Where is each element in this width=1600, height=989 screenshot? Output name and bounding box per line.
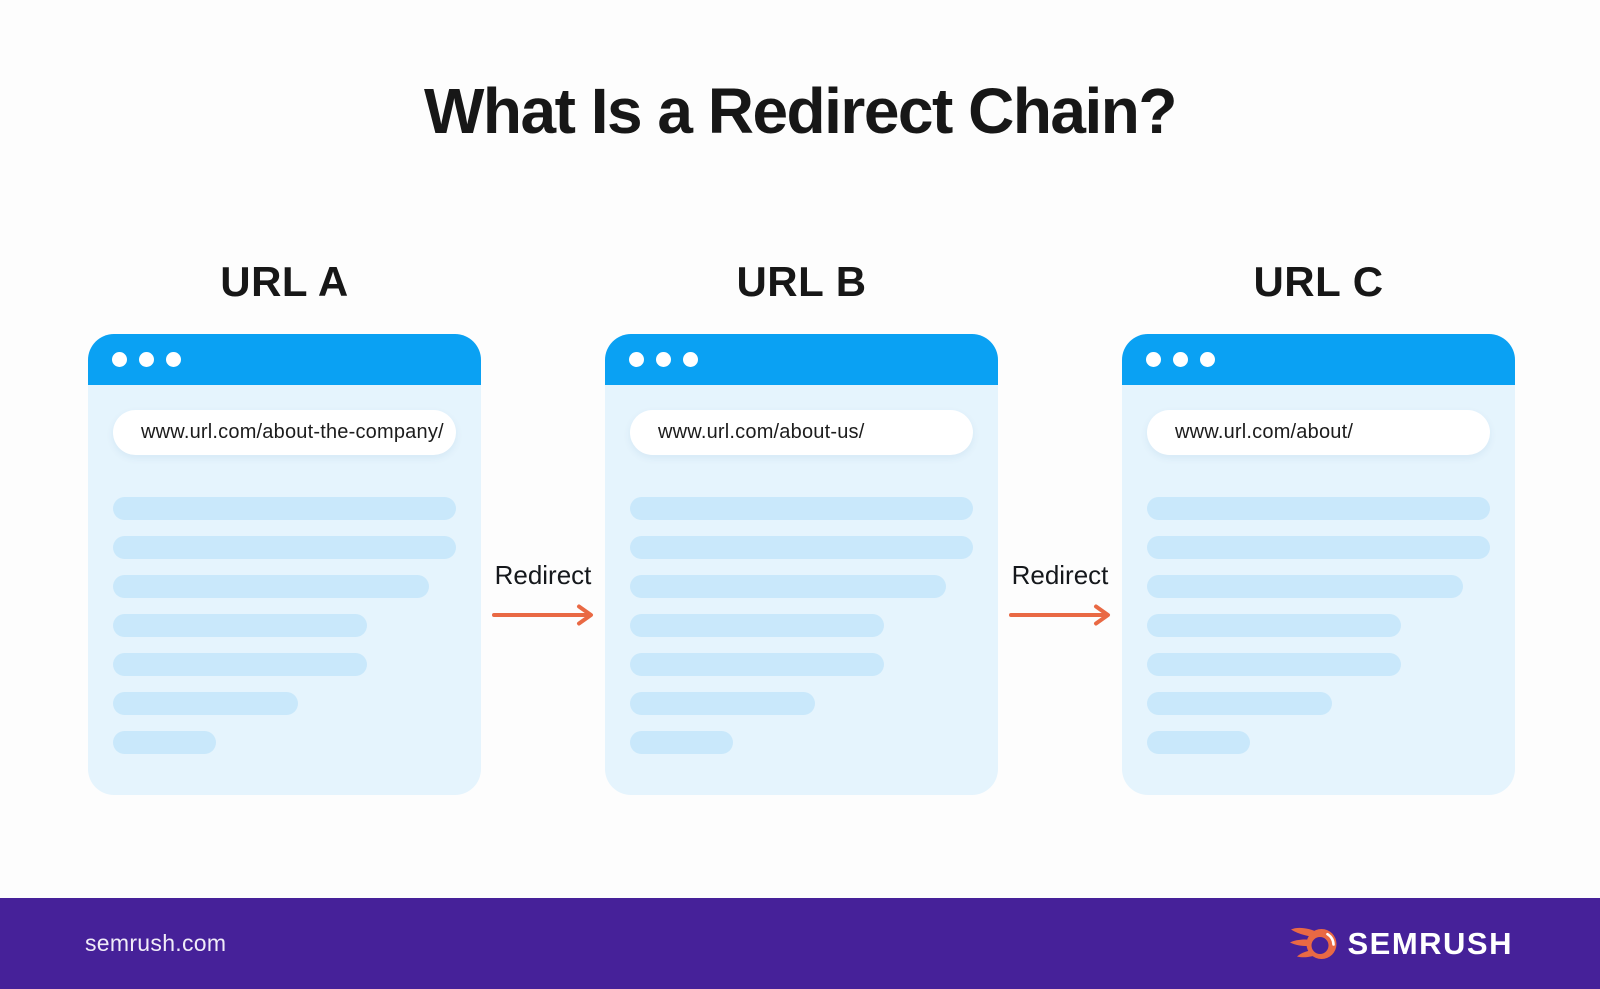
browser-body: www.url.com/about-the-company/ xyxy=(88,385,481,795)
content-skeleton xyxy=(1147,497,1490,754)
browser-group-c: URL C www.url.com/about/ xyxy=(1122,258,1515,795)
footer: semrush.com SEMRUSH xyxy=(0,898,1600,989)
browser-window-a: www.url.com/about-the-company/ xyxy=(88,334,481,795)
window-dot-icon xyxy=(629,352,644,367)
browser-label-b: URL B xyxy=(736,258,867,305)
skeleton-line xyxy=(1147,536,1490,559)
browser-titlebar xyxy=(605,334,998,385)
skeleton-line xyxy=(113,536,456,559)
redirect-connector-2: Redirect xyxy=(998,560,1122,631)
url-bar: www.url.com/about-us/ xyxy=(630,410,973,455)
skeleton-line xyxy=(113,575,429,598)
skeleton-line xyxy=(630,653,884,676)
redirect-label: Redirect xyxy=(494,560,592,590)
window-dot-icon xyxy=(112,352,127,367)
browser-window-b: www.url.com/about-us/ xyxy=(605,334,998,795)
skeleton-line xyxy=(630,536,973,559)
skeleton-line xyxy=(630,614,884,637)
skeleton-line xyxy=(1147,731,1250,754)
browser-label-c: URL C xyxy=(1253,258,1384,305)
browser-label-a: URL A xyxy=(220,258,349,305)
skeleton-line xyxy=(1147,497,1490,520)
page-title: What Is a Redirect Chain? xyxy=(424,75,1177,147)
content-skeleton xyxy=(630,497,973,754)
skeleton-line xyxy=(1147,653,1401,676)
redirect-connector-1: Redirect xyxy=(481,560,605,631)
skeleton-line xyxy=(113,731,216,754)
semrush-flame-icon xyxy=(1290,927,1337,959)
window-dot-icon xyxy=(139,352,154,367)
skeleton-line xyxy=(630,575,946,598)
skeleton-line xyxy=(630,497,973,520)
browser-group-b: URL B www.url.com/about-us/ xyxy=(605,258,998,795)
browser-titlebar xyxy=(88,334,481,385)
redirect-label: Redirect xyxy=(1011,560,1109,590)
semrush-logo: SEMRUSH xyxy=(1289,926,1513,962)
skeleton-line xyxy=(1147,575,1463,598)
semrush-wordmark: SEMRUSH xyxy=(1347,926,1513,961)
window-dot-icon xyxy=(683,352,698,367)
window-dot-icon xyxy=(1200,352,1215,367)
skeleton-line xyxy=(1147,692,1333,715)
skeleton-line xyxy=(630,692,816,715)
footer-site-url: semrush.com xyxy=(85,930,227,956)
browser-body: www.url.com/about/ xyxy=(1122,385,1515,795)
window-dot-icon xyxy=(1173,352,1188,367)
browser-window-c: www.url.com/about/ xyxy=(1122,334,1515,795)
skeleton-line xyxy=(1147,614,1401,637)
browser-group-a: URL A www.url.com/about-the-company/ xyxy=(88,258,481,795)
window-dot-icon xyxy=(166,352,181,367)
url-bar: www.url.com/about/ xyxy=(1147,410,1490,455)
skeleton-line xyxy=(113,653,367,676)
window-dot-icon xyxy=(1146,352,1161,367)
browser-titlebar xyxy=(1122,334,1515,385)
right-arrow-icon xyxy=(1009,604,1110,626)
skeleton-line xyxy=(113,614,367,637)
skeleton-line xyxy=(630,731,733,754)
url-bar: www.url.com/about-the-company/ xyxy=(113,410,456,455)
right-arrow-icon xyxy=(492,604,593,626)
content-skeleton xyxy=(113,497,456,754)
skeleton-line xyxy=(113,692,299,715)
window-dot-icon xyxy=(656,352,671,367)
browser-body: www.url.com/about-us/ xyxy=(605,385,998,795)
skeleton-line xyxy=(113,497,456,520)
